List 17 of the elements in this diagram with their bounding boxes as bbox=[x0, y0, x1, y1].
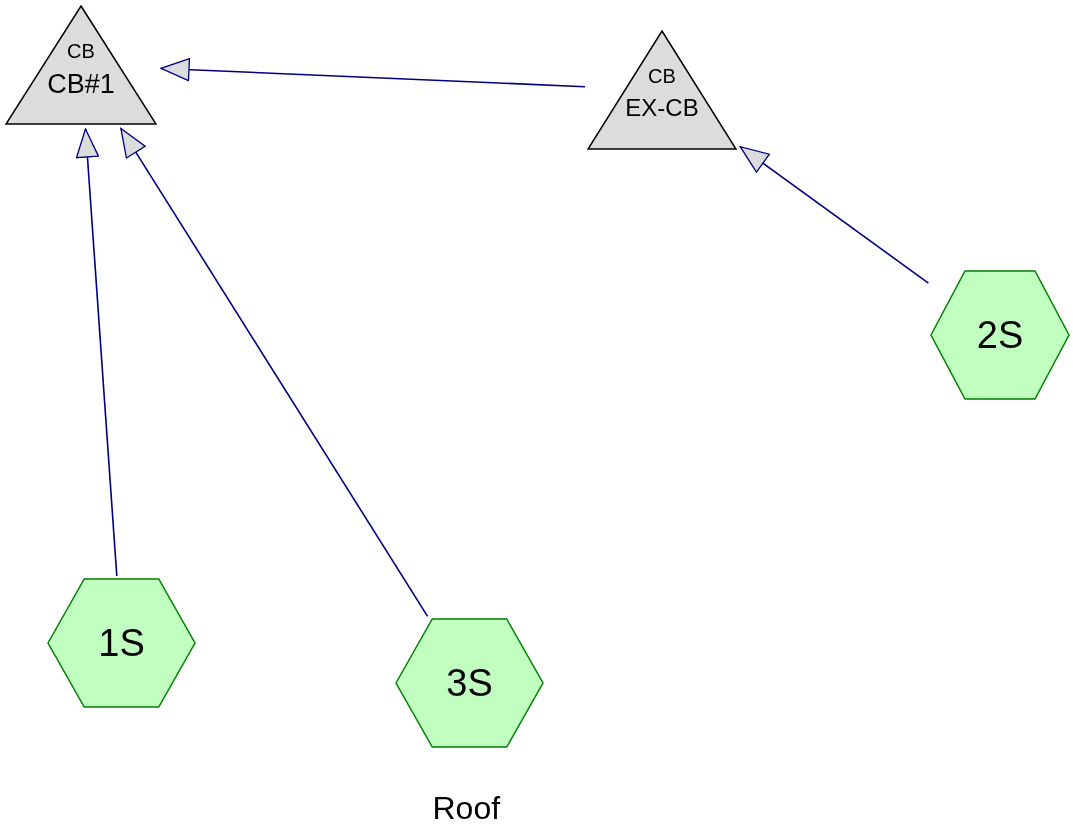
node-label: 3S bbox=[445, 664, 494, 702]
hexagon-node bbox=[930, 270, 1070, 400]
triangle-node bbox=[587, 30, 737, 150]
node-caption: Roof bbox=[432, 792, 501, 824]
node-label: 2S bbox=[975, 316, 1025, 354]
hexagon-node bbox=[47, 578, 196, 708]
arrow bbox=[120, 127, 429, 618]
arrow bbox=[160, 58, 586, 88]
node-label: 1S bbox=[97, 624, 146, 662]
arrow bbox=[75, 128, 118, 577]
node-label: CB#1 bbox=[46, 71, 116, 98]
arrow bbox=[739, 145, 930, 284]
node-type-label: CB bbox=[66, 41, 96, 61]
hexagon-node bbox=[395, 618, 544, 748]
node-label: EX-CB bbox=[624, 96, 700, 120]
triangle-node bbox=[5, 5, 157, 125]
node-type-label: CB bbox=[647, 66, 677, 86]
